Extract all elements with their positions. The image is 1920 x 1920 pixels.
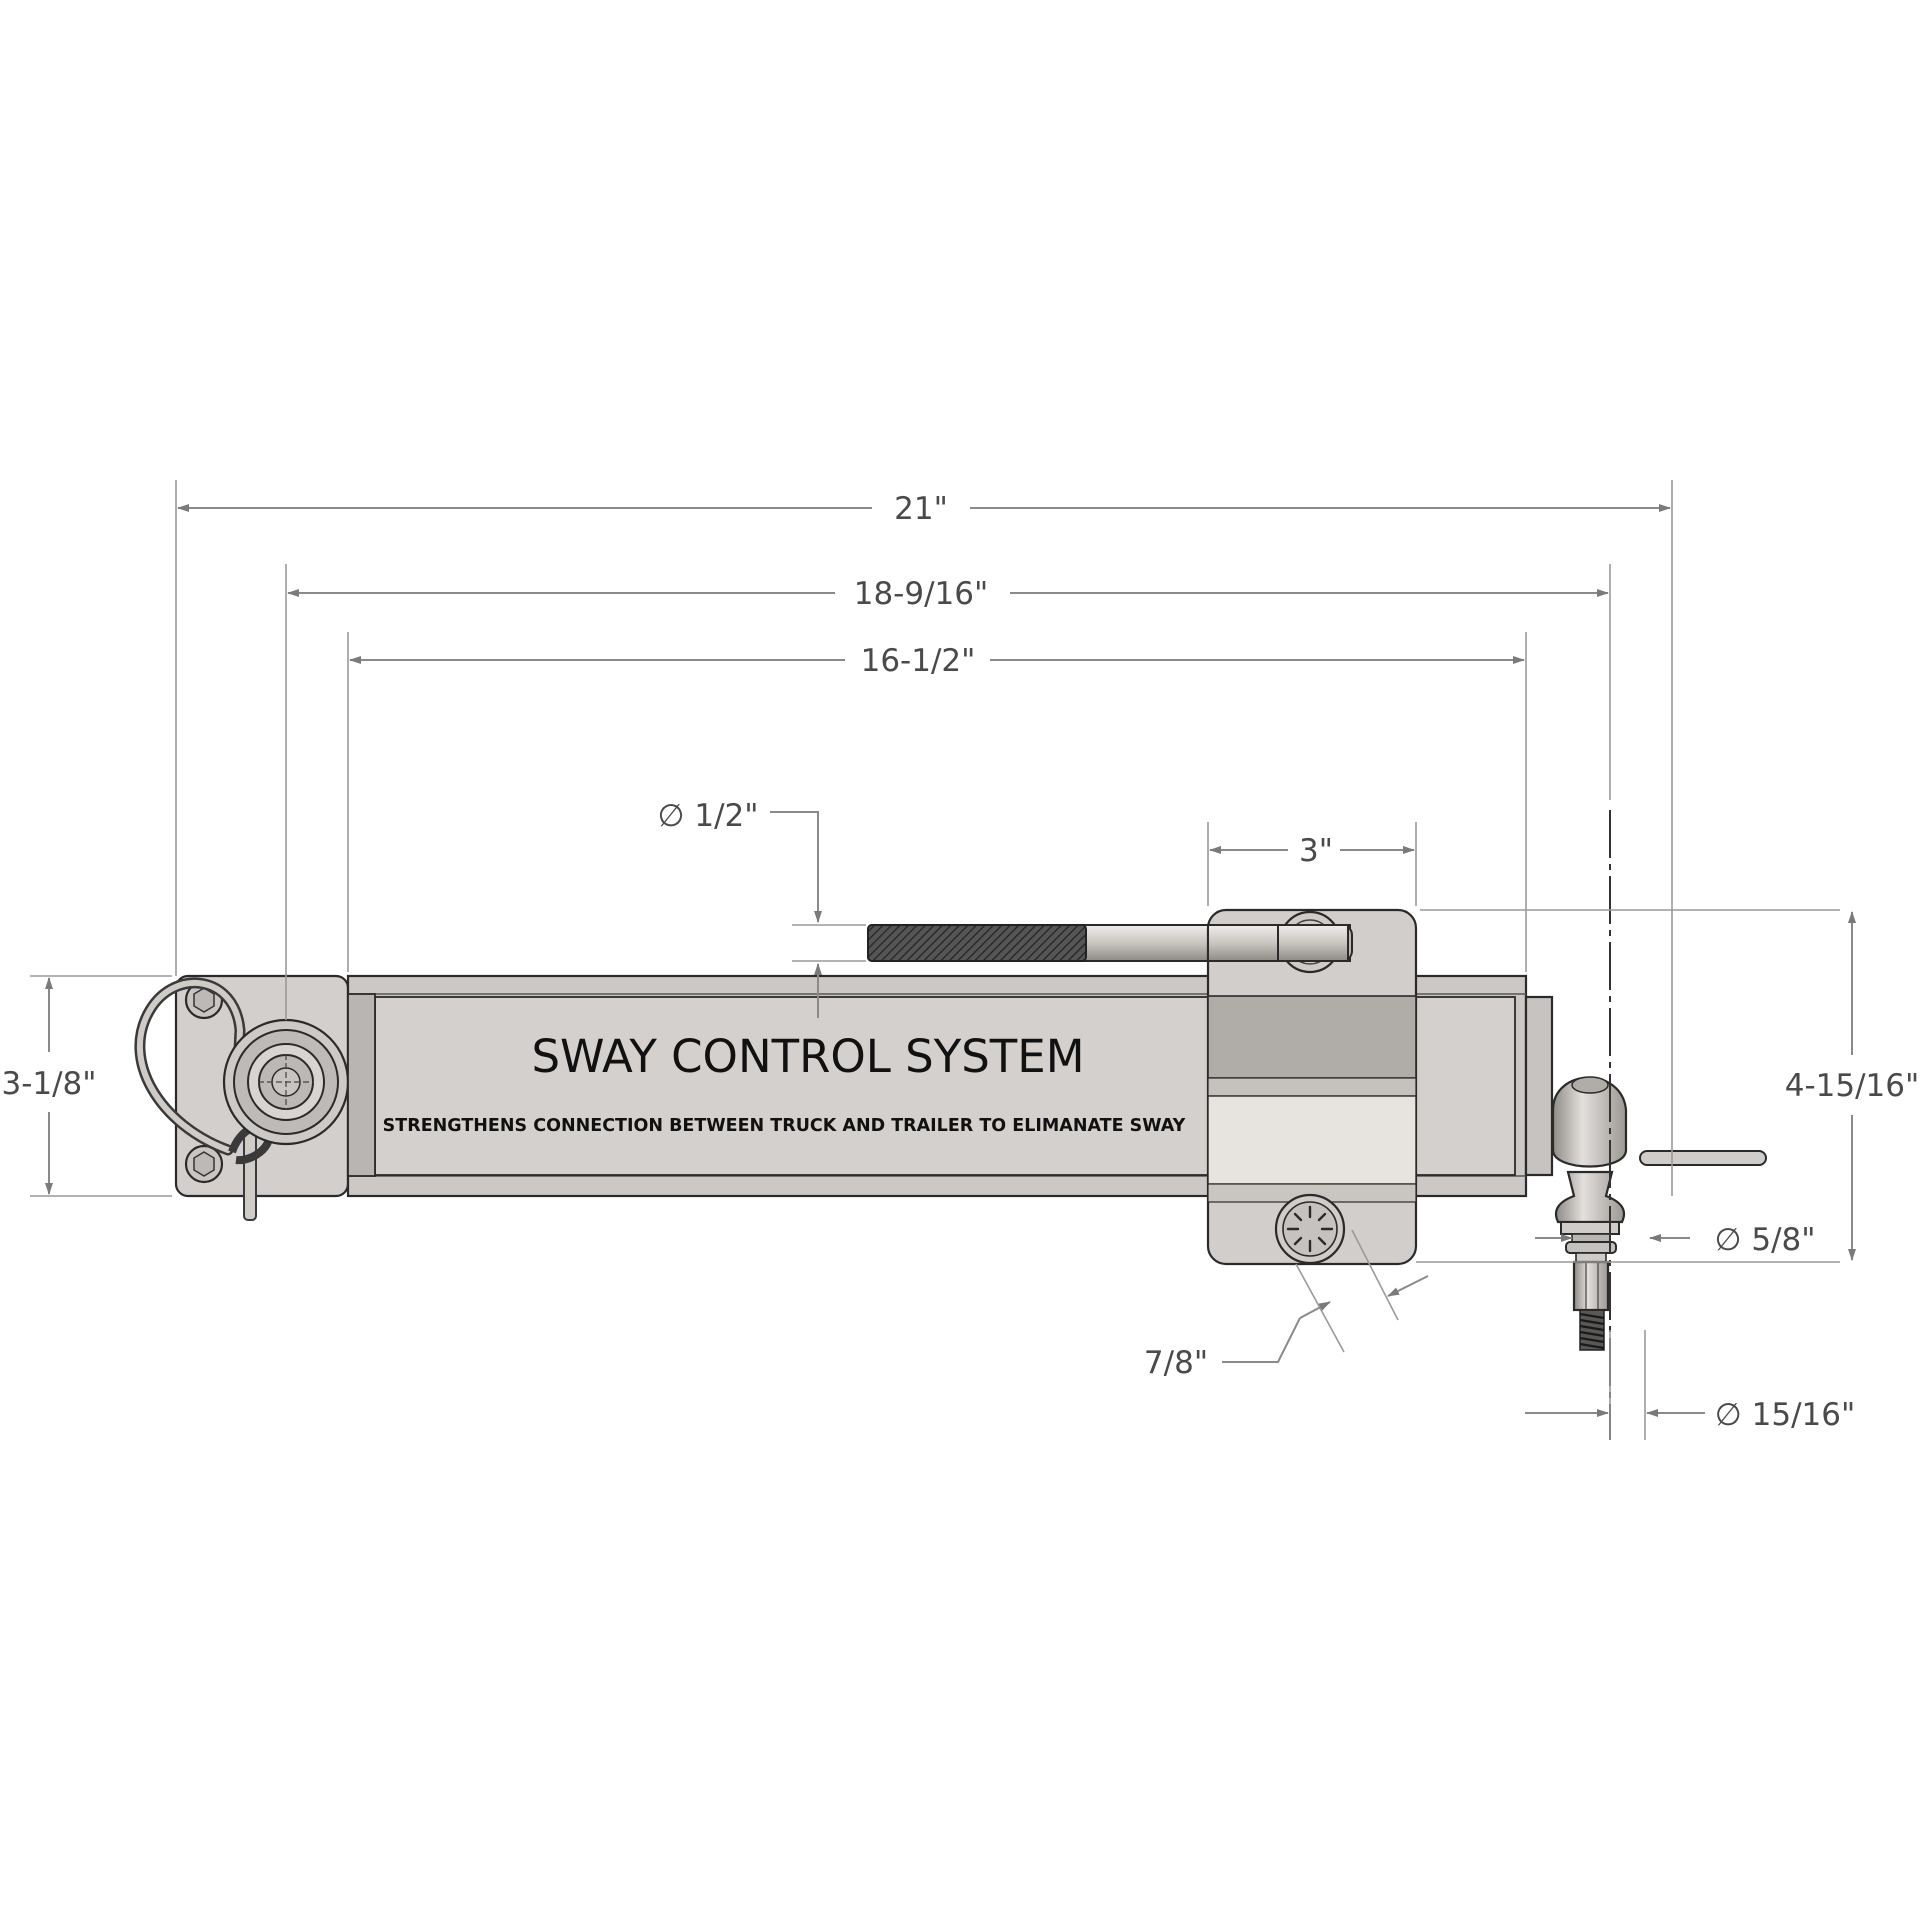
ball-threads (1579, 1309, 1605, 1351)
clamp-bolt-top (1277, 910, 1349, 974)
inner-slide-bar (1524, 995, 1554, 1177)
dim-clamp-width: 3" (1299, 833, 1333, 869)
dim-ball-center-length: 18-9/16" (854, 576, 989, 612)
dim-ball-diameter: ∅ 15/16" (1715, 1397, 1855, 1433)
tube-end-cap (347, 993, 376, 1177)
socket-ball-joint (222, 1018, 350, 1146)
clamp-dark-band (1207, 995, 1417, 1079)
dim-overall-length: 21" (894, 491, 948, 527)
bracket-bolt-bottom (184, 1144, 224, 1184)
spring-clip-pin (134, 977, 273, 1221)
product-subtitle: STRENGTHENS CONNECTION BETWEEN TRUCK AND… (383, 1116, 1186, 1136)
sway-control-unit: SWAY CONTROL SYSTEM STRENGTHENS CONNECTI… (134, 810, 1767, 1440)
dim-bolt-head: 7/8" (1144, 1345, 1208, 1381)
dim-tube-length: 16-1/2" (861, 643, 976, 679)
clamp-light-band (1207, 1095, 1417, 1185)
hitch-ball-assembly (1551, 810, 1767, 1440)
product-title: SWAY CONTROL SYSTEM (531, 1030, 1084, 1083)
dim-tube-height: 3-1/8" (1, 1066, 96, 1102)
dim-clamp-height: 4-15/16" (1785, 1068, 1920, 1104)
dim-ball-shank-diameter: ∅ 5/8" (1714, 1222, 1815, 1258)
clamp-bolt-bottom (1274, 1193, 1346, 1265)
dim-rod-diameter: ∅ 1/2" (657, 798, 758, 834)
ball-pin (1639, 1150, 1767, 1166)
dimension-annotations: 21" 18-9/16" 16-1/2" ∅ 1/2" 3" 3-1/8" (1, 480, 1919, 1440)
rod-knurled-section (867, 924, 1087, 962)
